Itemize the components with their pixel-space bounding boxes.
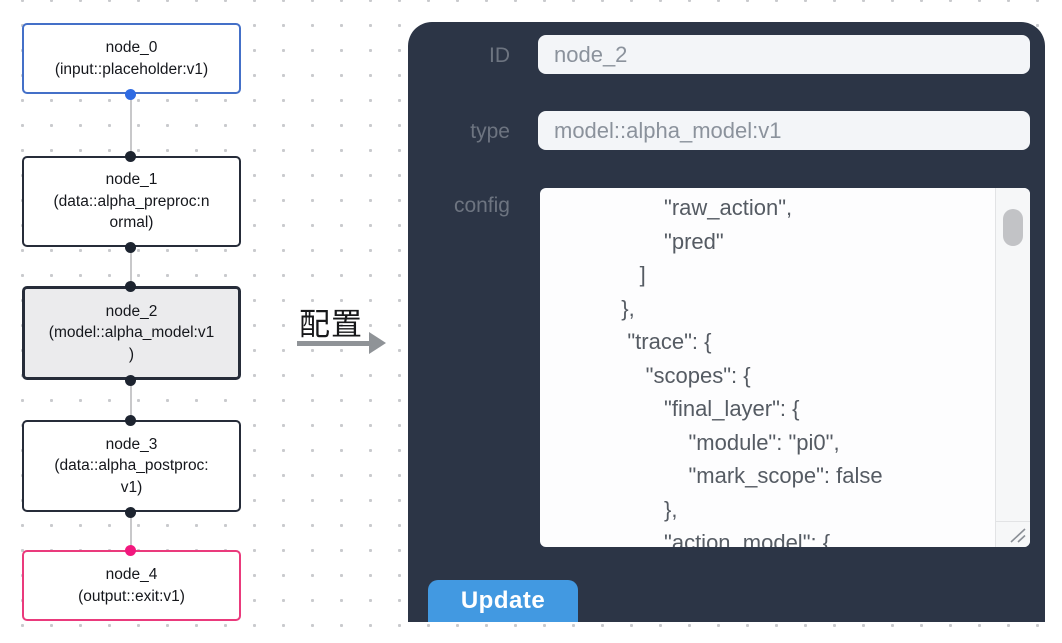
id-label: ID bbox=[489, 44, 510, 67]
arrow-head-icon bbox=[369, 332, 386, 354]
edge-node3-node4 bbox=[130, 512, 132, 550]
node-node_1[interactable]: node_1 (data::alpha_preproc:n ormal) bbox=[22, 156, 241, 247]
scrollbar-thumb[interactable] bbox=[1003, 209, 1023, 246]
port-node_2-in[interactable] bbox=[125, 281, 136, 292]
node-node_0[interactable]: node_0 (input::placeholder:v1) bbox=[22, 23, 241, 94]
id-input[interactable] bbox=[538, 35, 1030, 74]
port-node_4-in[interactable] bbox=[125, 545, 136, 556]
node-subtitle: (input::placeholder:v1) bbox=[54, 60, 209, 78]
node-config-panel: ID type config "raw_action", "pred" ] },… bbox=[408, 22, 1045, 622]
node-subtitle: (data::alpha_postproc: v1) bbox=[54, 457, 209, 496]
node-subtitle: (data::alpha_preproc:n ormal) bbox=[53, 192, 210, 232]
node-title: node_2 bbox=[105, 302, 158, 320]
arrow-icon bbox=[297, 341, 370, 346]
node-title: node_0 bbox=[105, 39, 158, 56]
port-node_0-out[interactable] bbox=[125, 89, 136, 100]
config-textarea[interactable]: "raw_action", "pred" ] }, "trace": { "sc… bbox=[540, 188, 1030, 547]
node-title: node_3 bbox=[105, 435, 158, 453]
type-input[interactable] bbox=[538, 111, 1030, 150]
config-json-text: "raw_action", "pred" ] }, "trace": { "sc… bbox=[621, 195, 883, 547]
node-subtitle: (output::exit:v1) bbox=[78, 587, 185, 605]
scrollbar-track[interactable] bbox=[995, 188, 1030, 521]
node-node_4[interactable]: node_4 (output::exit:v1) bbox=[22, 550, 241, 621]
port-node_3-out[interactable] bbox=[125, 507, 136, 518]
edge-node0-node1 bbox=[130, 94, 132, 156]
node-node_2-selected[interactable]: node_2 (model::alpha_model:v1 ) bbox=[22, 286, 241, 380]
port-node_1-in[interactable] bbox=[125, 151, 136, 162]
type-label: type bbox=[470, 120, 510, 143]
config-label: config bbox=[453, 194, 510, 217]
update-button[interactable]: Update bbox=[428, 580, 578, 622]
port-node_1-out[interactable] bbox=[125, 242, 136, 253]
node-subtitle: (model::alpha_model:v1 ) bbox=[48, 324, 215, 363]
edge-node1-node2 bbox=[130, 247, 132, 286]
node-title: node_1 bbox=[105, 171, 158, 189]
edge-node2-node3 bbox=[130, 380, 132, 420]
port-node_3-in[interactable] bbox=[125, 415, 136, 426]
config-annotation-label: 配置 bbox=[299, 307, 363, 342]
node-node_3[interactable]: node_3 (data::alpha_postproc: v1) bbox=[22, 420, 241, 512]
resize-handle-icon[interactable] bbox=[995, 521, 1030, 547]
node-title: node_4 bbox=[105, 566, 158, 583]
port-node_2-out[interactable] bbox=[125, 375, 136, 386]
